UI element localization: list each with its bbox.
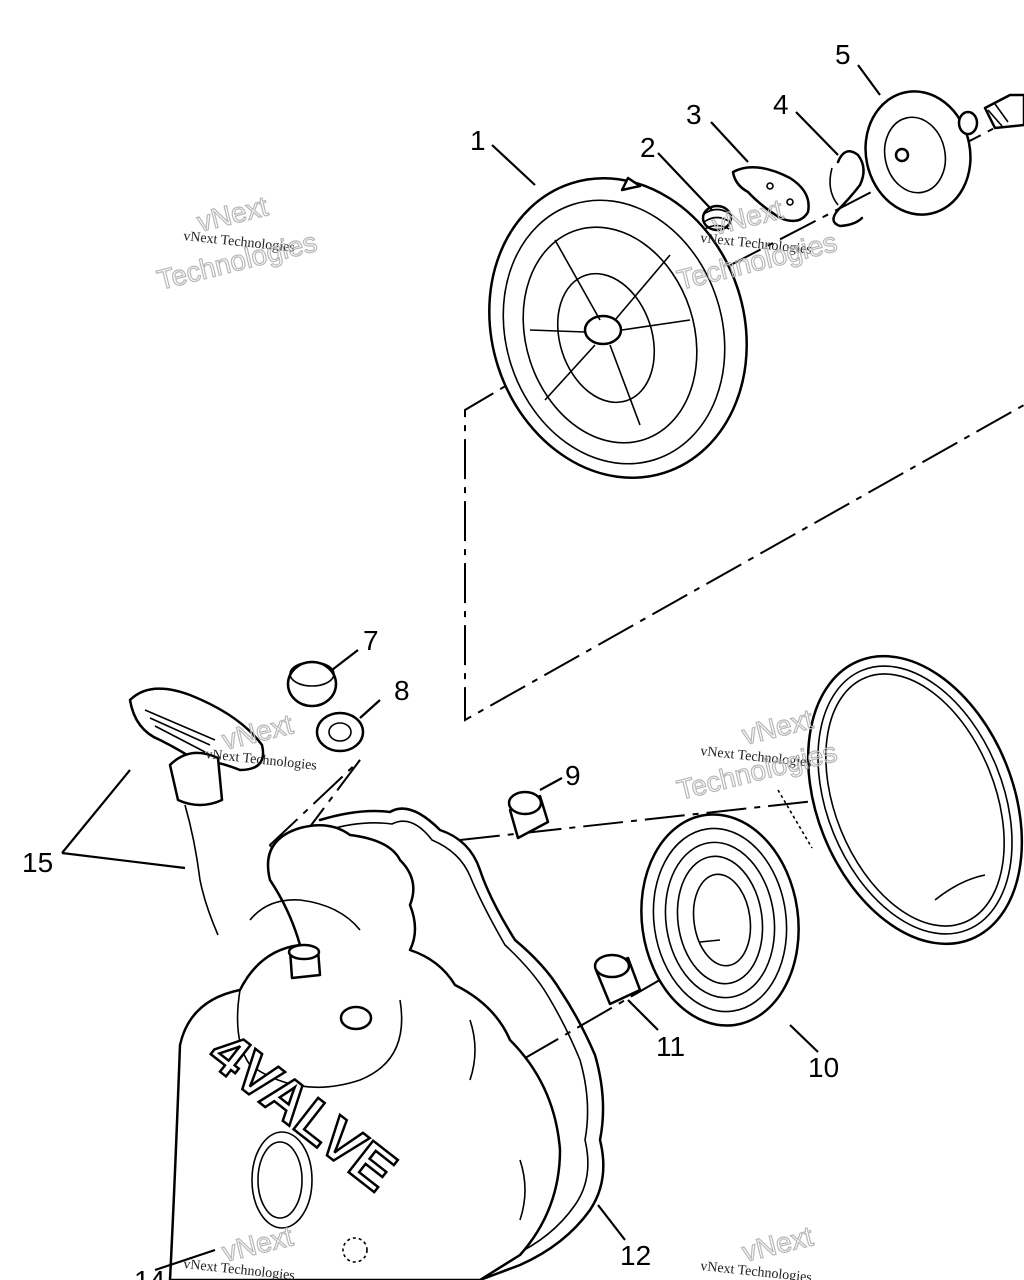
clip-part-4 (829, 150, 865, 228)
washer-part-8 (315, 711, 365, 753)
callout-15: 15 (22, 847, 53, 878)
callout-11: 11 (656, 1031, 685, 1062)
recoil-spring-part-10 (640, 813, 800, 1027)
plug-part-7 (286, 660, 338, 708)
pulley-part-1 (488, 176, 748, 479)
gasket-part-12 (318, 807, 605, 1280)
callout-1: 1 (470, 125, 486, 156)
callout-7: 7 (363, 625, 379, 656)
callout-10: 10 (808, 1052, 839, 1083)
starter-cover-part-14: 4VALVE (168, 823, 562, 1280)
watermark-large-9: vNext (739, 1220, 816, 1267)
callout-5: 5 (835, 39, 851, 70)
callout-12: 12 (620, 1240, 651, 1271)
callout-8: 8 (394, 675, 410, 706)
callout-9: 9 (565, 760, 581, 791)
plate-part-5 (864, 90, 972, 216)
bushing-part-11 (593, 953, 642, 1006)
leader-lines (61, 64, 881, 1272)
bushing-part-9 (507, 790, 550, 840)
callout-4: 4 (773, 89, 789, 120)
callout-3: 3 (686, 99, 702, 130)
bolt-and-washer (957, 93, 1024, 136)
pawl-part-3 (731, 165, 810, 223)
callout-14: 14 (134, 1265, 165, 1280)
starter-handle-part-15 (128, 687, 265, 936)
callout-2: 2 (640, 132, 656, 163)
spring-housing (777, 654, 1024, 946)
callout-labels: 1 2 3 4 5 7 8 9 10 11 12 14 15 (22, 39, 851, 1280)
spring-part-2 (701, 204, 733, 232)
